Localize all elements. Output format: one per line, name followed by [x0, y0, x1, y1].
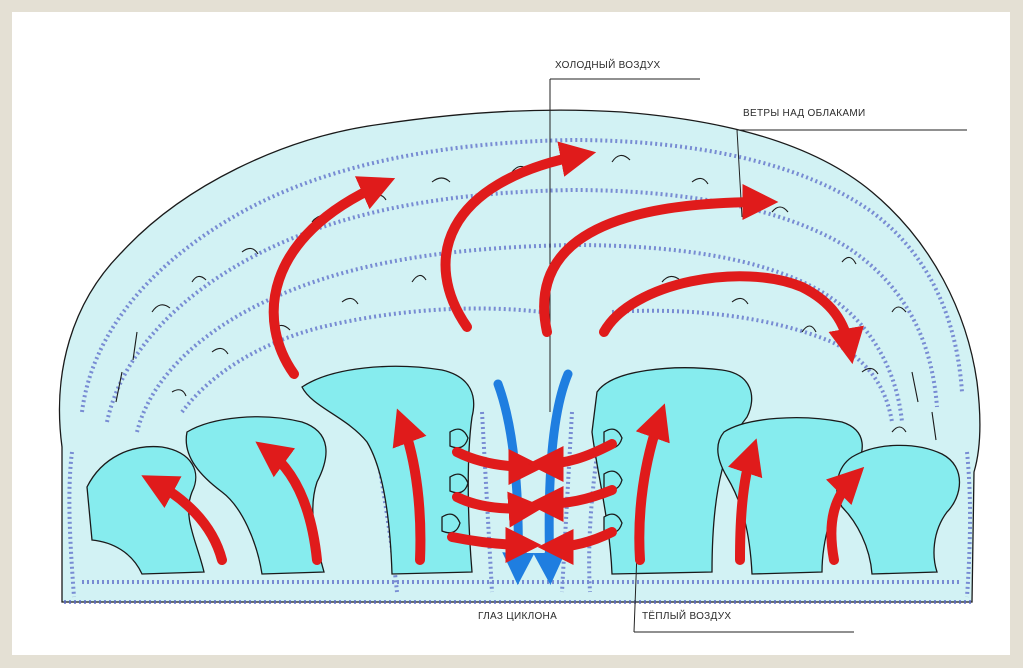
label-cold-air: ХОЛОДНЫЙ ВОЗДУХ: [555, 60, 661, 71]
diagram-frame: ХОЛОДНЫЙ ВОЗДУХ ВЕТРЫ НАД ОБЛАКАМИ ГЛАЗ …: [12, 12, 1010, 655]
label-cyclone-eye: ГЛАЗ ЦИКЛОНА: [478, 611, 557, 622]
label-winds-above-clouds: ВЕТРЫ НАД ОБЛАКАМИ: [743, 108, 866, 119]
label-warm-air: ТЁПЛЫЙ ВОЗДУХ: [642, 611, 731, 622]
